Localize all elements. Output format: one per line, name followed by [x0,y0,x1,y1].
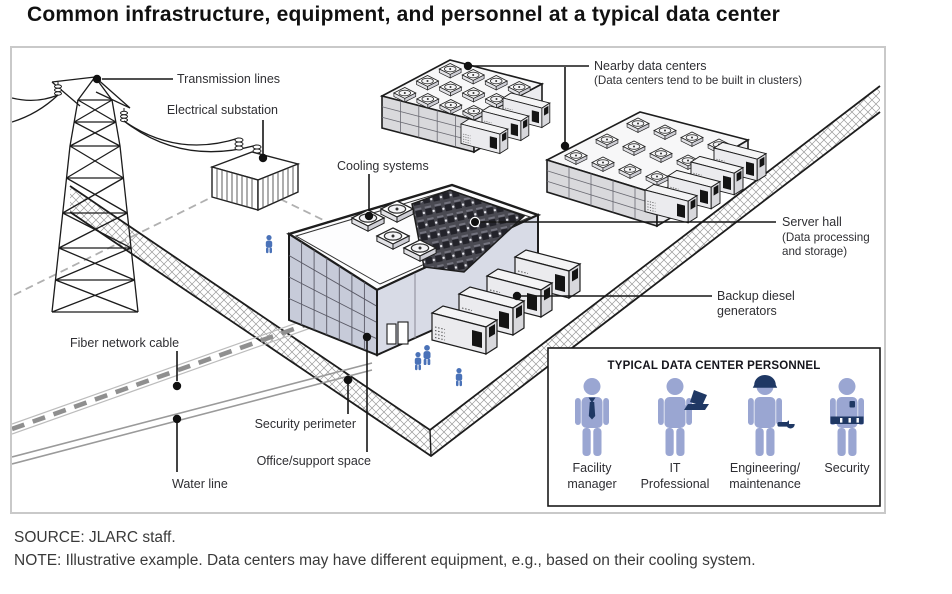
entrance-door [386,323,397,345]
label-server-hall-note-2: and storage) [782,245,847,258]
callouts: Transmission lines Electrical substation… [70,59,870,491]
source-note: SOURCE: JLARC staff. [14,529,176,546]
power-line-dashed [13,198,349,296]
water-line [11,362,373,465]
role-label: Professional [641,477,710,491]
person-tie-icon [575,378,609,456]
person-security-vest-icon [830,378,864,456]
role-label: Engineering/ [730,461,801,475]
label-transmission-lines: Transmission lines [177,72,280,86]
personnel-title: TYPICAL DATA CENTER PERSONNEL [607,360,820,372]
label-server-hall: Server hall [782,215,842,229]
label-nearby-data-centers-note: (Data centers tend to be built in cluste… [594,74,802,87]
label-fiber-network-cable: Fiber network cable [70,336,179,350]
diagram-frame: Transmission lines Electrical substation… [10,46,886,514]
person-laptop-icon [658,378,709,456]
fiber-network-cable [11,313,323,435]
entrance-door [397,321,409,345]
label-backup-generators-2: generators [717,304,777,318]
person-hardhat-wrench-icon [748,375,796,456]
role-label: Security [824,461,870,475]
role-label: Facility [573,461,613,475]
electrical-substation [209,137,301,212]
transmission-tower [11,75,258,313]
label-cooling-systems: Cooling systems [337,159,429,173]
personnel-panel: TYPICAL DATA CENTER PERSONNEL [547,347,881,507]
security-perimeter-fence [69,85,881,458]
nearby-data-center-1 [379,59,551,154]
label-electrical-substation: Electrical substation [167,103,278,117]
page-title: Common infrastructure, equipment, and pe… [27,3,781,26]
method-note: NOTE: Illustrative example. Data centers… [14,552,756,569]
label-office-support-space: Office/support space [257,454,371,468]
nearby-data-center-2 [544,111,767,228]
data-center-diagram: Transmission lines Electrical substation… [11,59,881,507]
label-water-line: Water line [172,477,228,491]
label-nearby-data-centers: Nearby data centers [594,59,707,73]
main-data-center-building [286,183,542,357]
role-label: IT [669,461,680,475]
role-label: maintenance [729,477,801,491]
label-server-hall-note-1: (Data processing [782,231,870,244]
role-label: manager [567,477,616,491]
label-backup-generators-1: Backup diesel [717,289,795,303]
label-security-perimeter: Security perimeter [255,417,356,431]
